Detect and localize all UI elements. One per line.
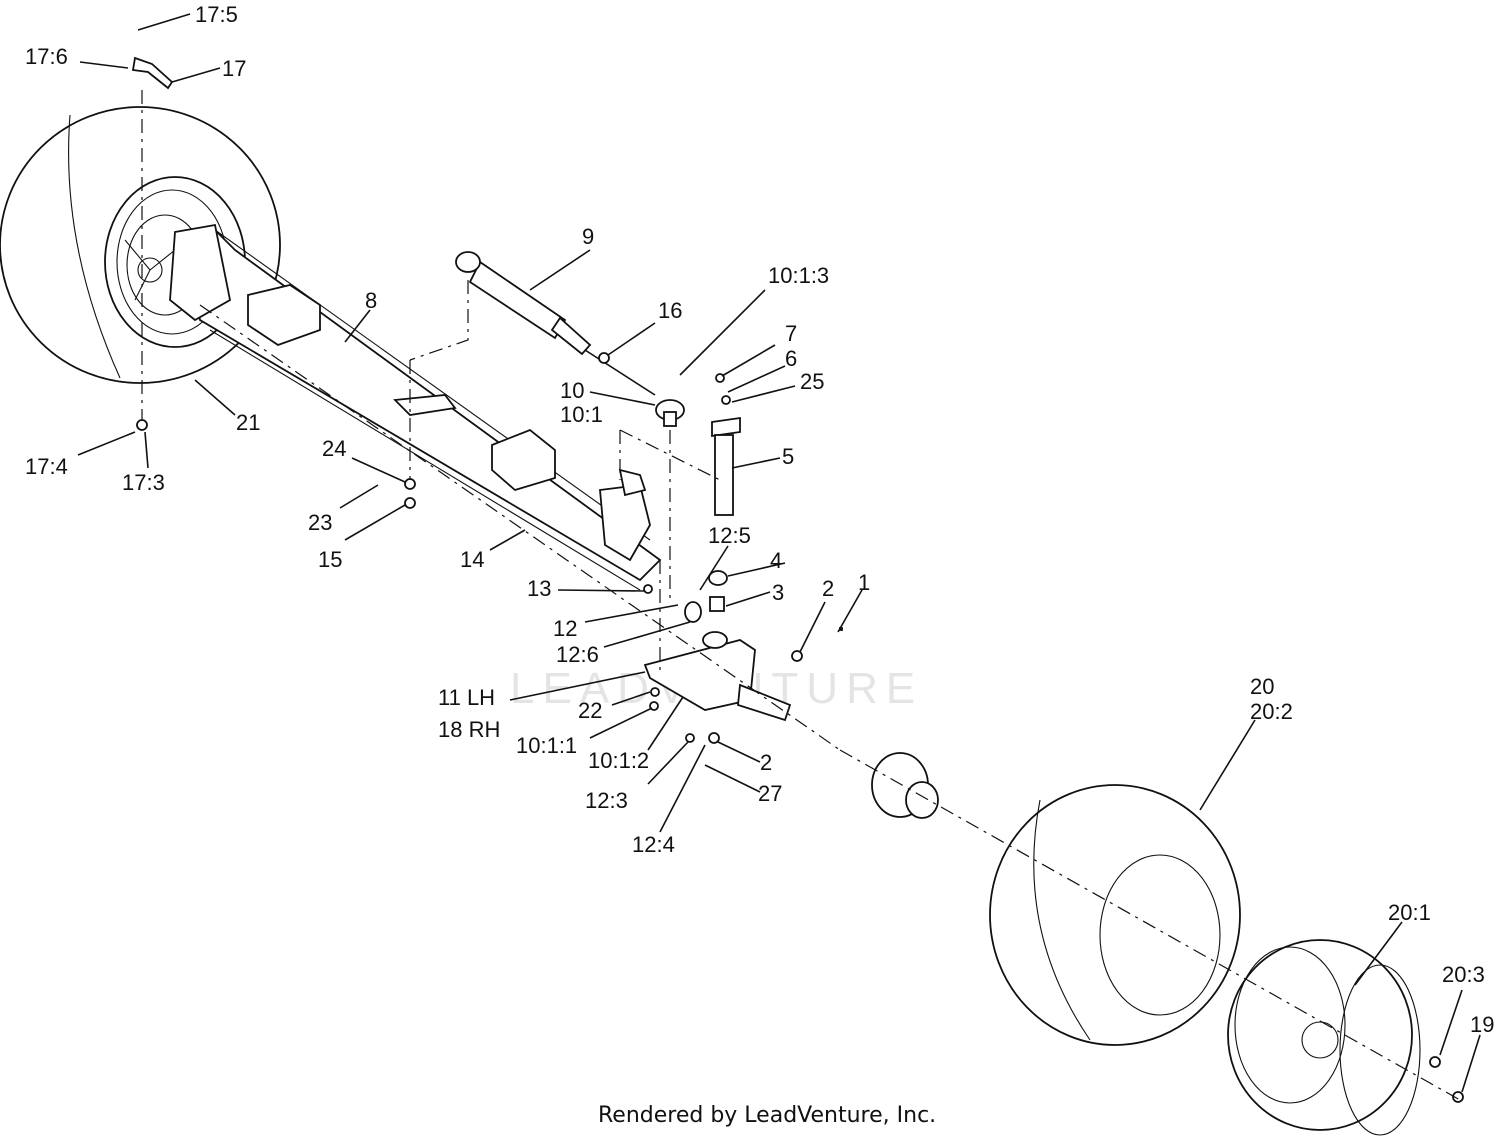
callout-23: 23 [308,510,332,535]
callout-4: 4 [770,548,782,573]
callout-2-top: 2 [822,576,834,601]
callout-8: 8 [365,288,377,313]
callout-labels: 17:5 17:6 17 9 10:1:3 8 16 7 6 25 10 10:… [25,2,1494,1037]
callout-24: 24 [322,436,346,461]
callout-17-6: 17:6 [25,44,68,69]
callout-3: 3 [772,580,784,605]
callout-10: 10 [560,378,584,403]
callout-20: 20 [1250,674,1274,699]
centerlines [141,90,1461,1101]
callout-25: 25 [800,369,824,394]
callout-16: 16 [658,298,682,323]
spindle [643,570,792,722]
callout-12-3: 12:3 [585,788,628,813]
callout-27: 27 [758,781,782,806]
callout-21: 21 [236,410,260,435]
callout-7: 7 [785,321,797,346]
callout-10-1: 10:1 [560,402,603,427]
callout-18-rh: 18 RH [438,717,500,742]
axle-beam [169,223,662,591]
callout-9: 9 [582,224,594,249]
steering-cylinder [455,251,656,396]
callout-1: 1 [858,570,870,595]
callout-10-1-2: 10:1:2 [588,748,649,773]
callout-5: 5 [782,444,794,469]
right-tire [989,784,1241,1046]
callout-2-bottom: 2 [760,750,772,775]
right-rim [1227,939,1421,1136]
callout-12-6: 12:6 [556,642,599,667]
callout-10-1-1: 10:1:1 [516,733,577,758]
callout-12-4: 12:4 [632,832,675,857]
callout-17-3: 17:3 [122,470,165,495]
callout-6: 6 [785,346,797,371]
callout-12: 12 [553,616,577,641]
wheel-hub [871,752,939,819]
leader-lines [77,13,1481,1093]
tie-rod-end [655,399,685,427]
callout-11-lh: 11 LH [438,685,495,710]
callout-10-1-3: 10:1:3 [768,263,829,288]
callout-12-5: 12:5 [708,523,751,548]
callout-20-3: 20:3 [1442,962,1485,987]
hardware [131,56,1464,1103]
king-pin [711,416,741,516]
callout-19: 19 [1470,1012,1494,1037]
callout-15: 15 [318,547,342,572]
callout-20-1: 20:1 [1388,900,1431,925]
callout-20-2: 20:2 [1250,699,1293,724]
callout-14: 14 [460,547,484,572]
footer-credit: Rendered by LeadVenture, Inc. [598,1103,936,1128]
callout-17-5: 17:5 [195,2,238,27]
callout-22: 22 [578,698,602,723]
callout-17-4: 17:4 [25,454,68,479]
callout-13: 13 [527,576,551,601]
callout-17: 17 [222,56,246,81]
